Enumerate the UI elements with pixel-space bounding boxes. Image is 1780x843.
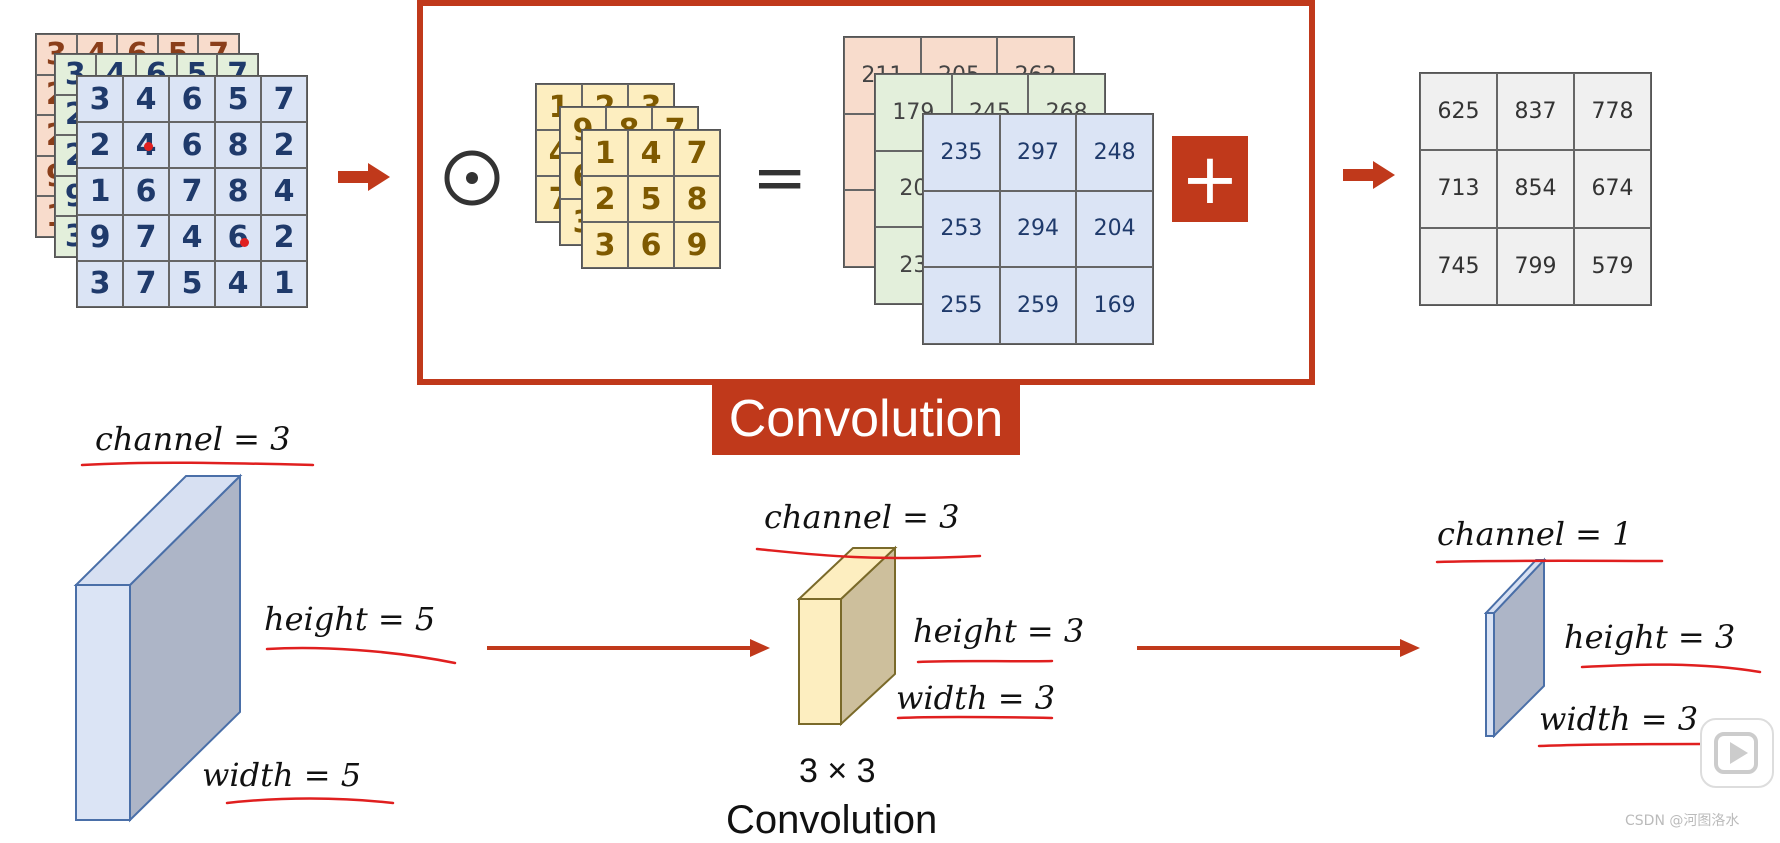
cell: 253 bbox=[923, 190, 1000, 268]
result-grid: 625 837 778 713 854 674 745 799 579 bbox=[1419, 72, 1652, 306]
cell: 7 bbox=[123, 260, 169, 307]
cell: 7 bbox=[169, 168, 215, 215]
cell: 235 bbox=[923, 114, 1000, 191]
cell: 1 bbox=[261, 260, 307, 307]
output-width-label: width = 3 bbox=[1539, 700, 1699, 738]
cell: 854 bbox=[1497, 150, 1574, 228]
play-button[interactable] bbox=[1700, 718, 1774, 788]
cell: 5 bbox=[169, 260, 215, 307]
cell: 7 bbox=[674, 130, 720, 176]
cell: 4 bbox=[628, 130, 674, 176]
cell: 8 bbox=[674, 176, 720, 222]
output-height-label: height = 3 bbox=[1564, 618, 1736, 656]
kernel-caption: Convolution bbox=[726, 798, 938, 842]
kernel-channel-label: channel = 3 bbox=[764, 498, 960, 536]
kernel-size-label: 3 × 3 bbox=[799, 752, 876, 790]
cell: 713 bbox=[1420, 150, 1497, 228]
cell: 7 bbox=[123, 214, 169, 261]
cell: 297 bbox=[999, 114, 1077, 191]
cell: 4 bbox=[123, 122, 169, 169]
hadamard-product-icon bbox=[444, 150, 500, 206]
cell: 8 bbox=[215, 168, 261, 215]
input-width-label: width = 5 bbox=[202, 756, 362, 794]
cell: 6 bbox=[215, 214, 261, 261]
output-volume-block bbox=[1484, 557, 1547, 738]
cell: 5 bbox=[215, 76, 261, 123]
cell: 4 bbox=[123, 76, 169, 123]
cell: 4 bbox=[261, 168, 307, 215]
cell: 2 bbox=[261, 214, 307, 261]
cell: 4 bbox=[215, 260, 261, 307]
marker-dot bbox=[240, 237, 249, 247]
cell: 778 bbox=[1574, 73, 1651, 151]
right-arrow-icon bbox=[338, 163, 390, 191]
cell: 9 bbox=[674, 222, 720, 268]
cell: 169 bbox=[1076, 267, 1153, 344]
cell: 6 bbox=[628, 222, 674, 268]
input-channel-1-grid: 3 4 6 5 7 2 4 6 8 2 1 6 7 8 4 9 7 4 6 2 … bbox=[76, 75, 308, 308]
plus-box: + bbox=[1172, 136, 1248, 222]
cell: 745 bbox=[1420, 227, 1497, 305]
cell: 7 bbox=[261, 76, 307, 123]
kernel-channel-1-grid: 1 4 7 2 5 8 3 6 9 bbox=[581, 129, 721, 269]
watermark: CSDN @河图洛水 bbox=[1625, 813, 1740, 829]
play-icon bbox=[1714, 732, 1758, 774]
input-height-label: height = 5 bbox=[264, 600, 436, 638]
kernel-height-label: height = 3 bbox=[913, 612, 1085, 650]
cell: 579 bbox=[1574, 227, 1651, 305]
cell: 4 bbox=[169, 214, 215, 261]
plus-icon: + bbox=[1180, 138, 1240, 220]
cell: 2 bbox=[582, 176, 628, 222]
marker-dot bbox=[144, 142, 153, 152]
convolution-frame bbox=[417, 0, 1315, 385]
kernel-width-label: width = 3 bbox=[896, 679, 1056, 717]
cell: 259 bbox=[999, 267, 1077, 344]
right-arrow-icon bbox=[487, 639, 770, 657]
right-arrow-icon bbox=[1343, 161, 1395, 189]
cell: 5 bbox=[628, 176, 674, 222]
cell: 3 bbox=[77, 260, 123, 307]
input-channel-label: channel = 3 bbox=[95, 420, 291, 458]
cell: 255 bbox=[923, 267, 1000, 344]
cell: 6 bbox=[169, 76, 215, 123]
cell: 204 bbox=[1076, 190, 1153, 268]
cell: 6 bbox=[169, 122, 215, 169]
cell: 1 bbox=[77, 168, 123, 215]
cell: 837 bbox=[1497, 73, 1574, 151]
cell: 3 bbox=[582, 222, 628, 268]
cell: 799 bbox=[1497, 227, 1574, 305]
cell: 8 bbox=[215, 122, 261, 169]
product-channel-1-grid: 235 297 248 253 294 204 255 259 169 bbox=[922, 113, 1154, 345]
kernel-volume-block bbox=[797, 545, 898, 727]
cell: 2 bbox=[261, 122, 307, 169]
equals-sign: = bbox=[752, 139, 808, 216]
convolution-title: Convolution bbox=[712, 383, 1020, 455]
cell: 9 bbox=[77, 214, 123, 261]
cell: 3 bbox=[77, 76, 123, 123]
cell: 674 bbox=[1574, 150, 1651, 228]
cell: 294 bbox=[999, 190, 1077, 268]
cell: 625 bbox=[1420, 73, 1497, 151]
cell: 1 bbox=[582, 130, 628, 176]
cell: 248 bbox=[1076, 114, 1153, 191]
output-channel-label: channel = 1 bbox=[1437, 515, 1633, 553]
input-volume-block bbox=[73, 473, 243, 823]
right-arrow-icon bbox=[1137, 639, 1420, 657]
cell: 2 bbox=[77, 122, 123, 169]
cell: 6 bbox=[123, 168, 169, 215]
